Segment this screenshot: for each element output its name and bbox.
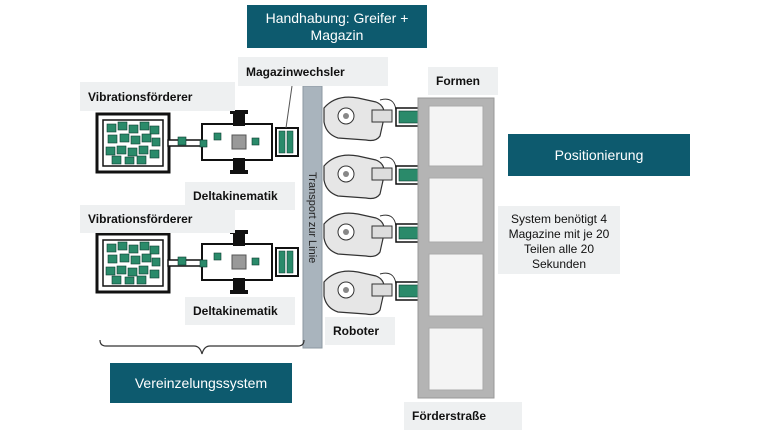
form-slot (428, 105, 484, 167)
header-title-line1: Handhabung: Greifer + (265, 9, 409, 26)
label-robot: Roboter (325, 317, 395, 345)
form-slot (428, 327, 484, 391)
vibration-feeder-bottom (95, 232, 171, 294)
box-positioning: Positionierung (508, 134, 690, 176)
conveyor (417, 97, 495, 399)
note-line2: Magazine mit je 20 (508, 227, 610, 241)
label-magazine-changer: Magazinwechsler (238, 57, 388, 86)
form-slot (428, 177, 484, 243)
system-note: System benötigt 4 Magazine mit je 20 Tei… (498, 206, 620, 274)
label-vibration-top: Vibrationsförderer (80, 82, 235, 111)
box-separation: Vereinzelungssystem (110, 363, 292, 403)
label-forms: Formen (428, 67, 498, 95)
transport-rail (302, 85, 323, 349)
note-line4: Sekunden (531, 257, 587, 271)
label-vibration-bottom: Vibrationsförderer (80, 205, 235, 233)
note-line3: Teilen alle 20 (523, 242, 595, 256)
header-title-line2: Magazin (310, 26, 364, 43)
robot-1 (323, 96, 397, 142)
separation-brace (99, 339, 305, 355)
robot-2 (323, 154, 397, 200)
note-line1: System benötigt 4 (510, 212, 608, 226)
delta-kinematics-top (167, 110, 299, 174)
header-title-box: Handhabung: Greifer + Magazin (247, 5, 427, 48)
label-delta-bottom: Deltakinematik (185, 297, 295, 325)
label-transport: Transport zur Linie (306, 172, 318, 264)
form-slot (428, 253, 484, 317)
robot-4 (323, 270, 397, 316)
label-conveyor: Förderstraße (404, 402, 522, 430)
vibration-feeder-top (95, 112, 171, 174)
delta-kinematics-bottom (167, 230, 299, 294)
robot-3 (323, 212, 397, 258)
magazine-changer-pointer (285, 85, 293, 129)
